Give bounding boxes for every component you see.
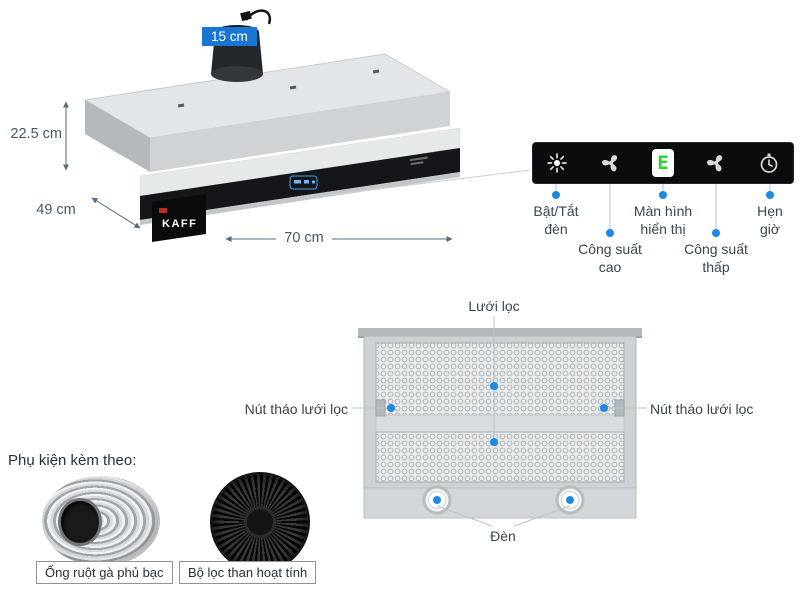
annotation-dot <box>387 404 395 412</box>
duct-dimension-badge: 15 cm <box>202 27 257 46</box>
control-panel: E <box>532 142 794 184</box>
model-text-marks <box>409 156 428 166</box>
depth-dimension-label: 49 cm <box>36 202 76 218</box>
annotation-dot <box>600 404 608 412</box>
leader-line <box>513 505 571 527</box>
mounting-tab <box>372 69 380 74</box>
touch-display-segment <box>294 180 301 184</box>
fan-high-icon <box>599 151 623 175</box>
depth-dimension-arrow <box>91 197 141 229</box>
annotation-dot <box>606 229 614 237</box>
label-low-power: Công suất thấp <box>684 241 748 276</box>
duct-base <box>211 66 263 82</box>
timer-icon <box>757 151 781 175</box>
accessories-title: Phụ kiện kèm theo: <box>8 452 137 469</box>
light-icon <box>545 151 569 175</box>
hood-front-face <box>150 92 450 172</box>
label-high-power: Công suất cao <box>578 241 642 276</box>
annotation-dot <box>552 191 560 199</box>
width-dimension-label: 70 cm <box>276 230 332 246</box>
flexible-duct-image <box>42 476 160 566</box>
label-timer: Hẹn giờ <box>757 203 783 238</box>
annotation-dot <box>433 496 441 504</box>
mounting-tab <box>289 85 297 90</box>
annotation-dot <box>766 191 774 199</box>
brand-block <box>152 194 206 242</box>
range-hood-illustration: KAFF <box>83 9 461 242</box>
height-dimension-label: 22.5 cm <box>10 126 62 142</box>
touch-display-outline <box>289 175 318 190</box>
brand-logo-text: KAFF <box>162 218 197 230</box>
fan-low-icon <box>704 151 728 175</box>
annotation-dot <box>490 382 498 390</box>
accessory-label-duct: Ống ruột gà phủ bạc <box>36 561 173 584</box>
label-filter-release-left: Nút tháo lưới lọc <box>244 401 348 417</box>
hood-left-face <box>85 100 150 172</box>
drawer-black-strip <box>140 148 460 220</box>
touch-display-dot <box>311 180 316 184</box>
brand-red-mark <box>159 208 167 213</box>
cable-plug <box>240 10 252 22</box>
charcoal-filter-image <box>212 474 308 570</box>
leader-line <box>436 505 493 527</box>
seven-segment-display: E <box>652 149 674 177</box>
label-filter-release-right: Nút tháo lưới lọc <box>650 401 754 417</box>
grease-filter-mesh-lower <box>375 431 625 483</box>
accessory-label-charcoal: Bộ lọc than hoạt tính <box>179 561 317 584</box>
display-value: E <box>657 152 669 174</box>
annotation-dot <box>659 191 667 199</box>
front-strip <box>363 487 637 519</box>
mounting-tab <box>177 103 185 108</box>
label-light-toggle: Bật/Tắt đèn <box>533 203 579 238</box>
annotation-dot <box>566 496 574 504</box>
label-lamp: Đèn <box>490 528 516 544</box>
annotation-dot <box>712 229 720 237</box>
label-display-screen: Màn hình hiển thị <box>633 203 693 238</box>
drawer-bottom-lip <box>140 172 460 225</box>
bottom-view-illustration <box>358 328 642 519</box>
touch-display-segment <box>304 180 309 184</box>
label-filter-mesh: Lưới lọc <box>468 298 520 314</box>
back-rail <box>358 328 642 336</box>
panel-connector-line <box>321 169 531 197</box>
annotation-dot <box>490 438 498 446</box>
grease-filter-mesh-upper <box>375 342 625 416</box>
